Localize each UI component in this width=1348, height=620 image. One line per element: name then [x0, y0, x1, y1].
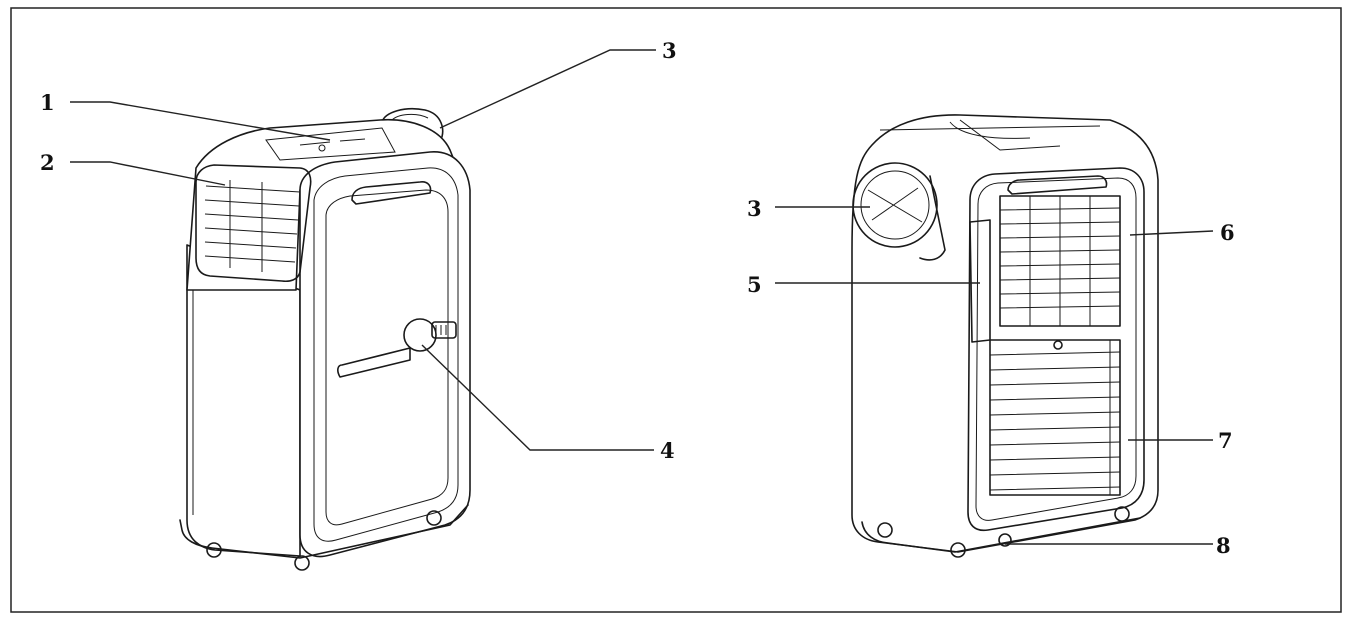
back-view-unit — [851, 114, 1159, 558]
leader-line-2 — [70, 161, 226, 186]
callout-6: 6 — [1220, 220, 1235, 245]
leader-lines — [70, 49, 1214, 545]
leader-line-3-front — [439, 49, 656, 129]
callout-2: 2 — [40, 150, 55, 175]
callout-1: 1 — [40, 90, 55, 115]
callout-3-back: 3 — [747, 196, 762, 221]
leader-line-4 — [421, 344, 654, 451]
diagram-frame — [10, 7, 1342, 613]
callout-8: 8 — [1216, 533, 1231, 558]
callout-4: 4 — [660, 438, 675, 463]
callout-3-front: 3 — [662, 38, 677, 63]
callout-7: 7 — [1218, 428, 1233, 453]
callout-5: 5 — [747, 272, 762, 297]
leader-line-6 — [1129, 230, 1214, 236]
leader-line-1 — [70, 101, 331, 141]
front-view-unit — [179, 107, 471, 571]
